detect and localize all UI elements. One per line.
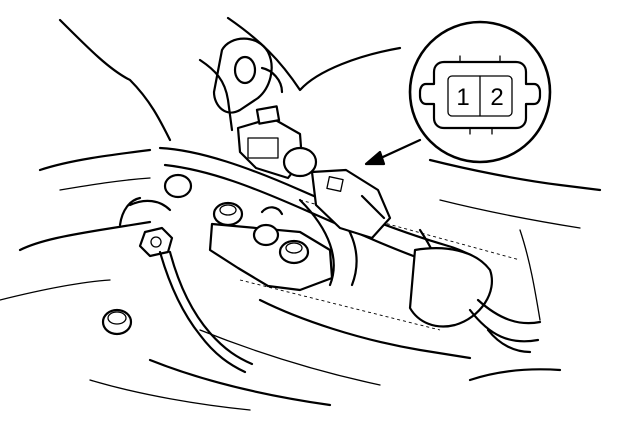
- callout-leader-arrow: [364, 138, 422, 166]
- lifting-bracket: [212, 37, 284, 114]
- sensor-bracket: [208, 201, 334, 292]
- connector-terminal-view: 1 2: [408, 20, 552, 164]
- harness-connector-vehicle-side: [310, 168, 392, 240]
- mount-bolt: [101, 308, 133, 336]
- ground-cable: [118, 173, 254, 374]
- harness-connector-sensor-side: [236, 105, 318, 180]
- pin-label-1: 1: [456, 84, 469, 111]
- pin-label-2: 2: [490, 84, 503, 111]
